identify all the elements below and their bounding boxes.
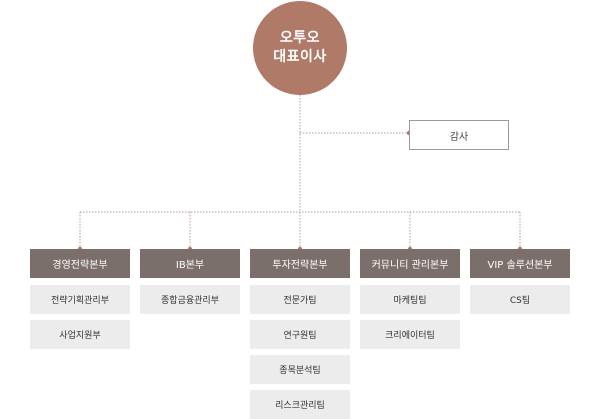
dept-header-vip-solution: VIP 솔루션본부 — [470, 249, 570, 278]
team-name: 리스크관리팀 — [275, 401, 325, 411]
ceo-title: 대표이사 — [273, 49, 327, 65]
team-box: 종목분석팀 — [250, 355, 350, 384]
dept-name: 투자전략본부 — [272, 260, 328, 271]
ceo-company: 오투오 — [279, 30, 321, 46]
dept-name: VIP 솔루션본부 — [487, 260, 553, 271]
team-box: 종합금융관리부 — [140, 285, 240, 314]
dept-header-community: 커뮤니티 관리본부 — [360, 249, 460, 278]
team-name: 종합금융관리부 — [161, 296, 219, 306]
dept-name: IB본부 — [175, 260, 205, 271]
team-box: 사업지원부 — [30, 320, 130, 349]
audit-node: 감사 — [409, 120, 509, 150]
ceo-node: 오투오 대표이사 — [253, 1, 347, 95]
team-box: 전문가팀 — [250, 285, 350, 314]
dept-header-ib: IB본부 — [140, 249, 240, 278]
team-name: 연구원팀 — [283, 331, 317, 341]
dept-name: 커뮤니티 관리본부 — [371, 260, 449, 271]
team-box: CS팀 — [470, 285, 570, 314]
team-name: 마케팅팀 — [393, 296, 427, 306]
team-name: 사업지원부 — [59, 331, 101, 341]
dept-header-management-strategy: 경영전략본부 — [30, 249, 130, 278]
team-name: CS팀 — [509, 296, 531, 306]
team-name: 전문가팀 — [283, 296, 317, 306]
team-box: 마케팅팀 — [360, 285, 460, 314]
team-name: 전략기획관리부 — [51, 296, 109, 306]
team-box: 리스크관리팀 — [250, 390, 350, 419]
team-box: 전략기획관리부 — [30, 285, 130, 314]
dept-name: 경영전략본부 — [52, 260, 108, 271]
dept-header-investment-strategy: 투자전략본부 — [250, 249, 350, 278]
team-name: 크리에이터팀 — [385, 331, 435, 341]
team-box: 연구원팀 — [250, 320, 350, 349]
team-box: 크리에이터팀 — [360, 320, 460, 349]
team-name: 종목분석팀 — [279, 366, 321, 376]
audit-label: 감사 — [449, 131, 469, 143]
